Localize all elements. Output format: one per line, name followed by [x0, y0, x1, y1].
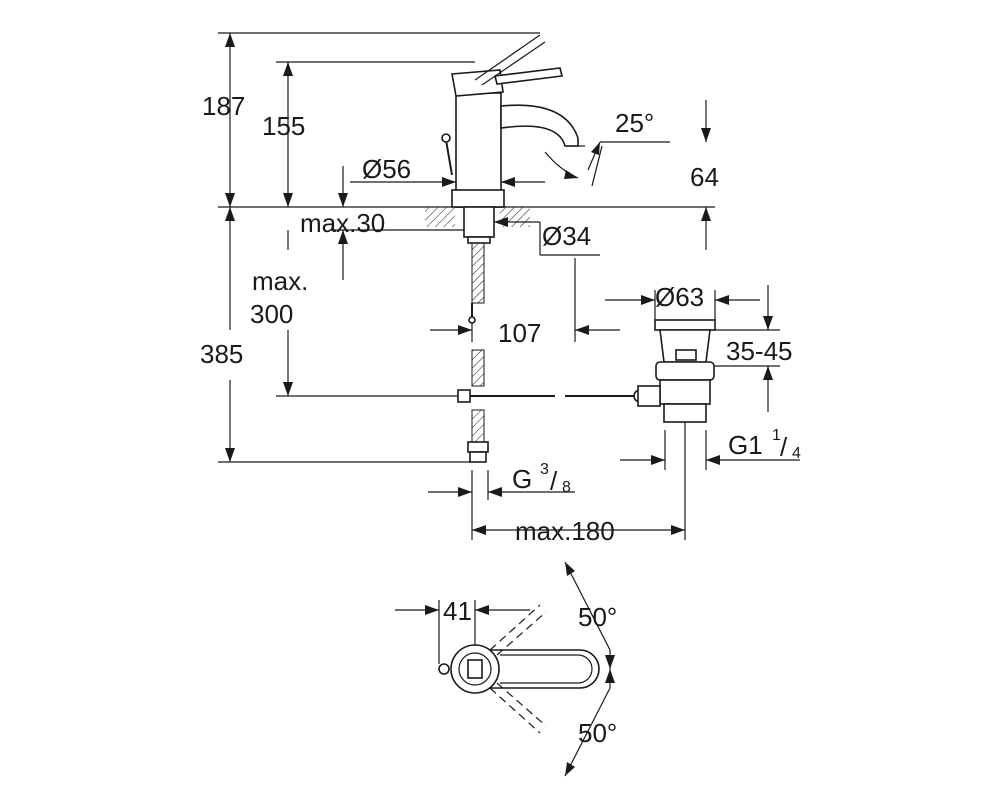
supply-hoses: [467, 242, 489, 463]
dim-supply-thread: G 3 / 8: [512, 461, 571, 496]
dim-max-hose-line1: max.: [252, 266, 308, 296]
dim-waste-adjust: 35-45: [726, 336, 793, 366]
faucet-body: [441, 34, 585, 208]
svg-text:/: /: [780, 432, 788, 462]
dim-spout-height: 64: [690, 162, 719, 192]
supply-thread-numerator: 3: [540, 461, 549, 478]
deck-section: [425, 206, 530, 244]
svg-text:/: /: [550, 466, 558, 496]
dim-max-hose-line2: 300: [250, 299, 293, 329]
dim-lever-offset: 41: [443, 596, 472, 626]
dim-lever-height: 155: [262, 111, 305, 141]
dim-max-rod-distance: max.180: [515, 516, 615, 546]
dim-max-deck-thickness: max.30: [300, 208, 385, 238]
supply-thread-base: G: [512, 464, 532, 494]
dim-waste-thread: G1 1 / 4: [728, 427, 801, 462]
dimension-labels: 187 155 25° 64 Ø56 max.30 Ø34 max. 300 1…: [200, 91, 801, 748]
dim-waste-diameter: Ø63: [655, 282, 704, 312]
supply-thread-denominator: 8: [562, 479, 571, 496]
dimension-lines: [225, 33, 800, 535]
top-view: [395, 561, 615, 777]
dim-body-diameter: Ø56: [362, 154, 411, 184]
reference-lines: [218, 32, 780, 540]
dim-rotation-top: 50°: [578, 602, 617, 632]
dim-total-height: 187: [202, 91, 245, 121]
dim-spout-angle: 25°: [615, 108, 654, 138]
waste-thread-numerator: 1: [772, 427, 781, 444]
popup-linkage-rod: [457, 389, 647, 403]
dim-hole-diameter: Ø34: [542, 221, 591, 251]
dim-rotation-bottom: 50°: [578, 718, 617, 748]
waste-thread-base: G1: [728, 430, 763, 460]
waste-thread-denominator: 4: [792, 445, 801, 462]
waste-assembly: [637, 319, 716, 423]
dim-spout-reach: 107: [498, 318, 541, 348]
dim-below-deck-height: 385: [200, 339, 243, 369]
